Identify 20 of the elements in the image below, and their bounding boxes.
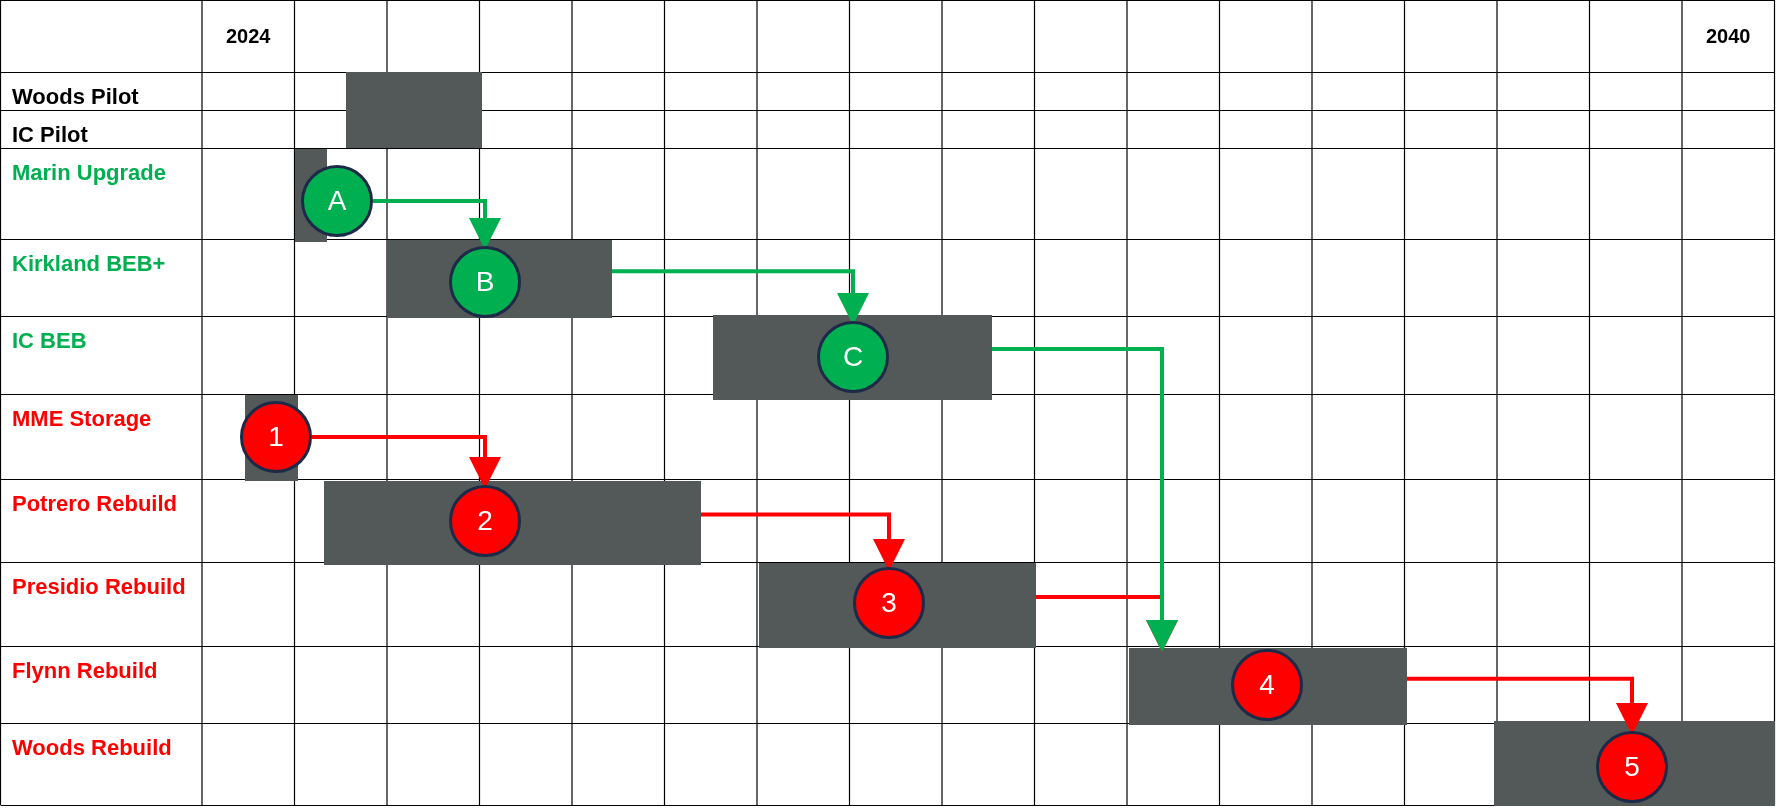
row-label: Marin Upgrade [12, 160, 167, 185]
row-label: IC Pilot [12, 122, 88, 147]
year-label: 2024 [226, 24, 271, 49]
gantt-bar [713, 315, 992, 400]
gantt-bar [387, 240, 612, 318]
row-label: MME Storage [12, 406, 152, 431]
row-label: Flynn Rebuild [12, 658, 158, 683]
gantt-bar [1494, 721, 1775, 806]
row-label: Potrero Rebuild [12, 491, 177, 516]
row-label: Woods Pilot [12, 84, 139, 109]
row-label: IC BEB [12, 328, 87, 353]
row-label: Presidio Rebuild [12, 574, 186, 599]
gantt-bar [759, 563, 1036, 648]
gantt-bar [346, 72, 482, 148]
row-label: Kirkland BEB+ [12, 251, 166, 276]
row-label: Woods Rebuild [12, 735, 172, 760]
arrow [992, 347, 1178, 652]
year-label: 2040 [1706, 24, 1751, 49]
gantt-bar [324, 481, 701, 565]
gantt-bar [1129, 648, 1407, 725]
